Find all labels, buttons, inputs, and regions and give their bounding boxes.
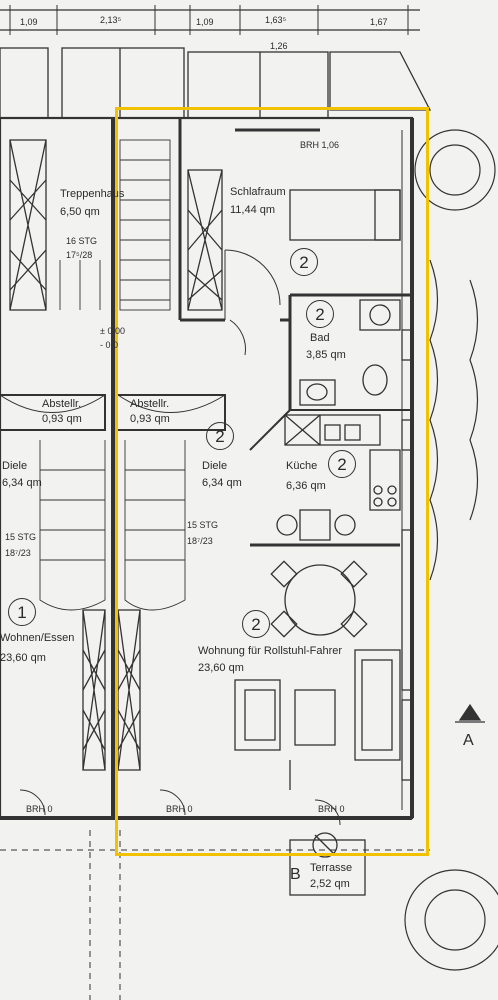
highlight-frame xyxy=(115,107,429,856)
section-a-marker: A xyxy=(463,732,474,749)
diele-right-number: 2 xyxy=(206,422,234,450)
treppenhaus-ratio: 17⁵/28 xyxy=(66,250,93,260)
bad-name: Bad xyxy=(310,332,330,344)
wohnung-area: 23,60 qm xyxy=(198,662,244,674)
stairs-left-ratio: 18⁷/23 xyxy=(5,548,31,558)
dim-2: 2,13⁵ xyxy=(100,15,122,25)
dim-4: 1,63⁵ xyxy=(265,15,287,25)
abstell-right-name: Abstellr. xyxy=(130,398,170,410)
diele-left-area: 6,34 qm xyxy=(2,477,42,489)
brh-bottom-left: BRH 0 xyxy=(26,804,53,814)
diele-right-area: 6,34 qm xyxy=(202,477,242,489)
terrasse-area: 2,52 qm xyxy=(310,878,350,890)
kueche-name: Küche xyxy=(286,460,318,472)
wohnen-left-number: 1 xyxy=(8,598,36,626)
kueche-number: 2 xyxy=(328,450,356,478)
level-lower: - 0,0 xyxy=(100,340,119,350)
brh-bottom-right: BRH 0 xyxy=(318,804,345,814)
diele-left-name: Diele xyxy=(2,460,28,472)
brh-top: BRH 1,06 xyxy=(300,140,340,150)
wohnung-name: Wohnung für Rollstuhl-Fahrer xyxy=(198,645,343,657)
dim-6: 1,26 xyxy=(270,41,288,51)
wohnung-number: 2 xyxy=(242,610,270,638)
treppenhaus-name: Treppenhaus xyxy=(60,188,125,200)
dim-3: 1,09 xyxy=(196,17,214,27)
wohnen-left-name: Wohnen/Essen xyxy=(0,632,75,644)
schlafraum-area: 11,44 qm xyxy=(230,204,276,216)
dim-5: 1,67 xyxy=(370,17,388,27)
schlafraum-number: 2 xyxy=(290,248,318,276)
brh-bottom-mid: BRH 0 xyxy=(166,804,193,814)
section-b-marker: B xyxy=(290,866,301,883)
abstell-left-area: 0,93 qm xyxy=(42,413,82,425)
stairs-left-steps: 15 STG xyxy=(5,532,37,542)
schlafraum-name: Schlafraum xyxy=(230,186,286,198)
treppenhaus-steps: 16 STG xyxy=(66,236,98,246)
kueche-area: 6,36 qm xyxy=(286,480,326,492)
level-upper: ± 0,00 xyxy=(100,326,125,336)
treppenhaus-area: 6,50 qm xyxy=(60,206,100,218)
stairs-right-ratio: 18⁷/23 xyxy=(187,536,213,546)
wohnen-left-area: 23,60 qm xyxy=(0,652,46,664)
stairs-right-steps: 15 STG xyxy=(187,520,219,530)
bad-number: 2 xyxy=(306,300,334,328)
bad-area: 3,85 qm xyxy=(306,349,346,361)
terrasse-name: Terrasse xyxy=(310,862,353,874)
diele-right-name: Diele xyxy=(202,460,228,472)
dim-1: 1,09 xyxy=(20,17,38,27)
abstell-right-area: 0,93 qm xyxy=(130,413,170,425)
abstell-left-name: Abstellr. xyxy=(42,398,82,410)
